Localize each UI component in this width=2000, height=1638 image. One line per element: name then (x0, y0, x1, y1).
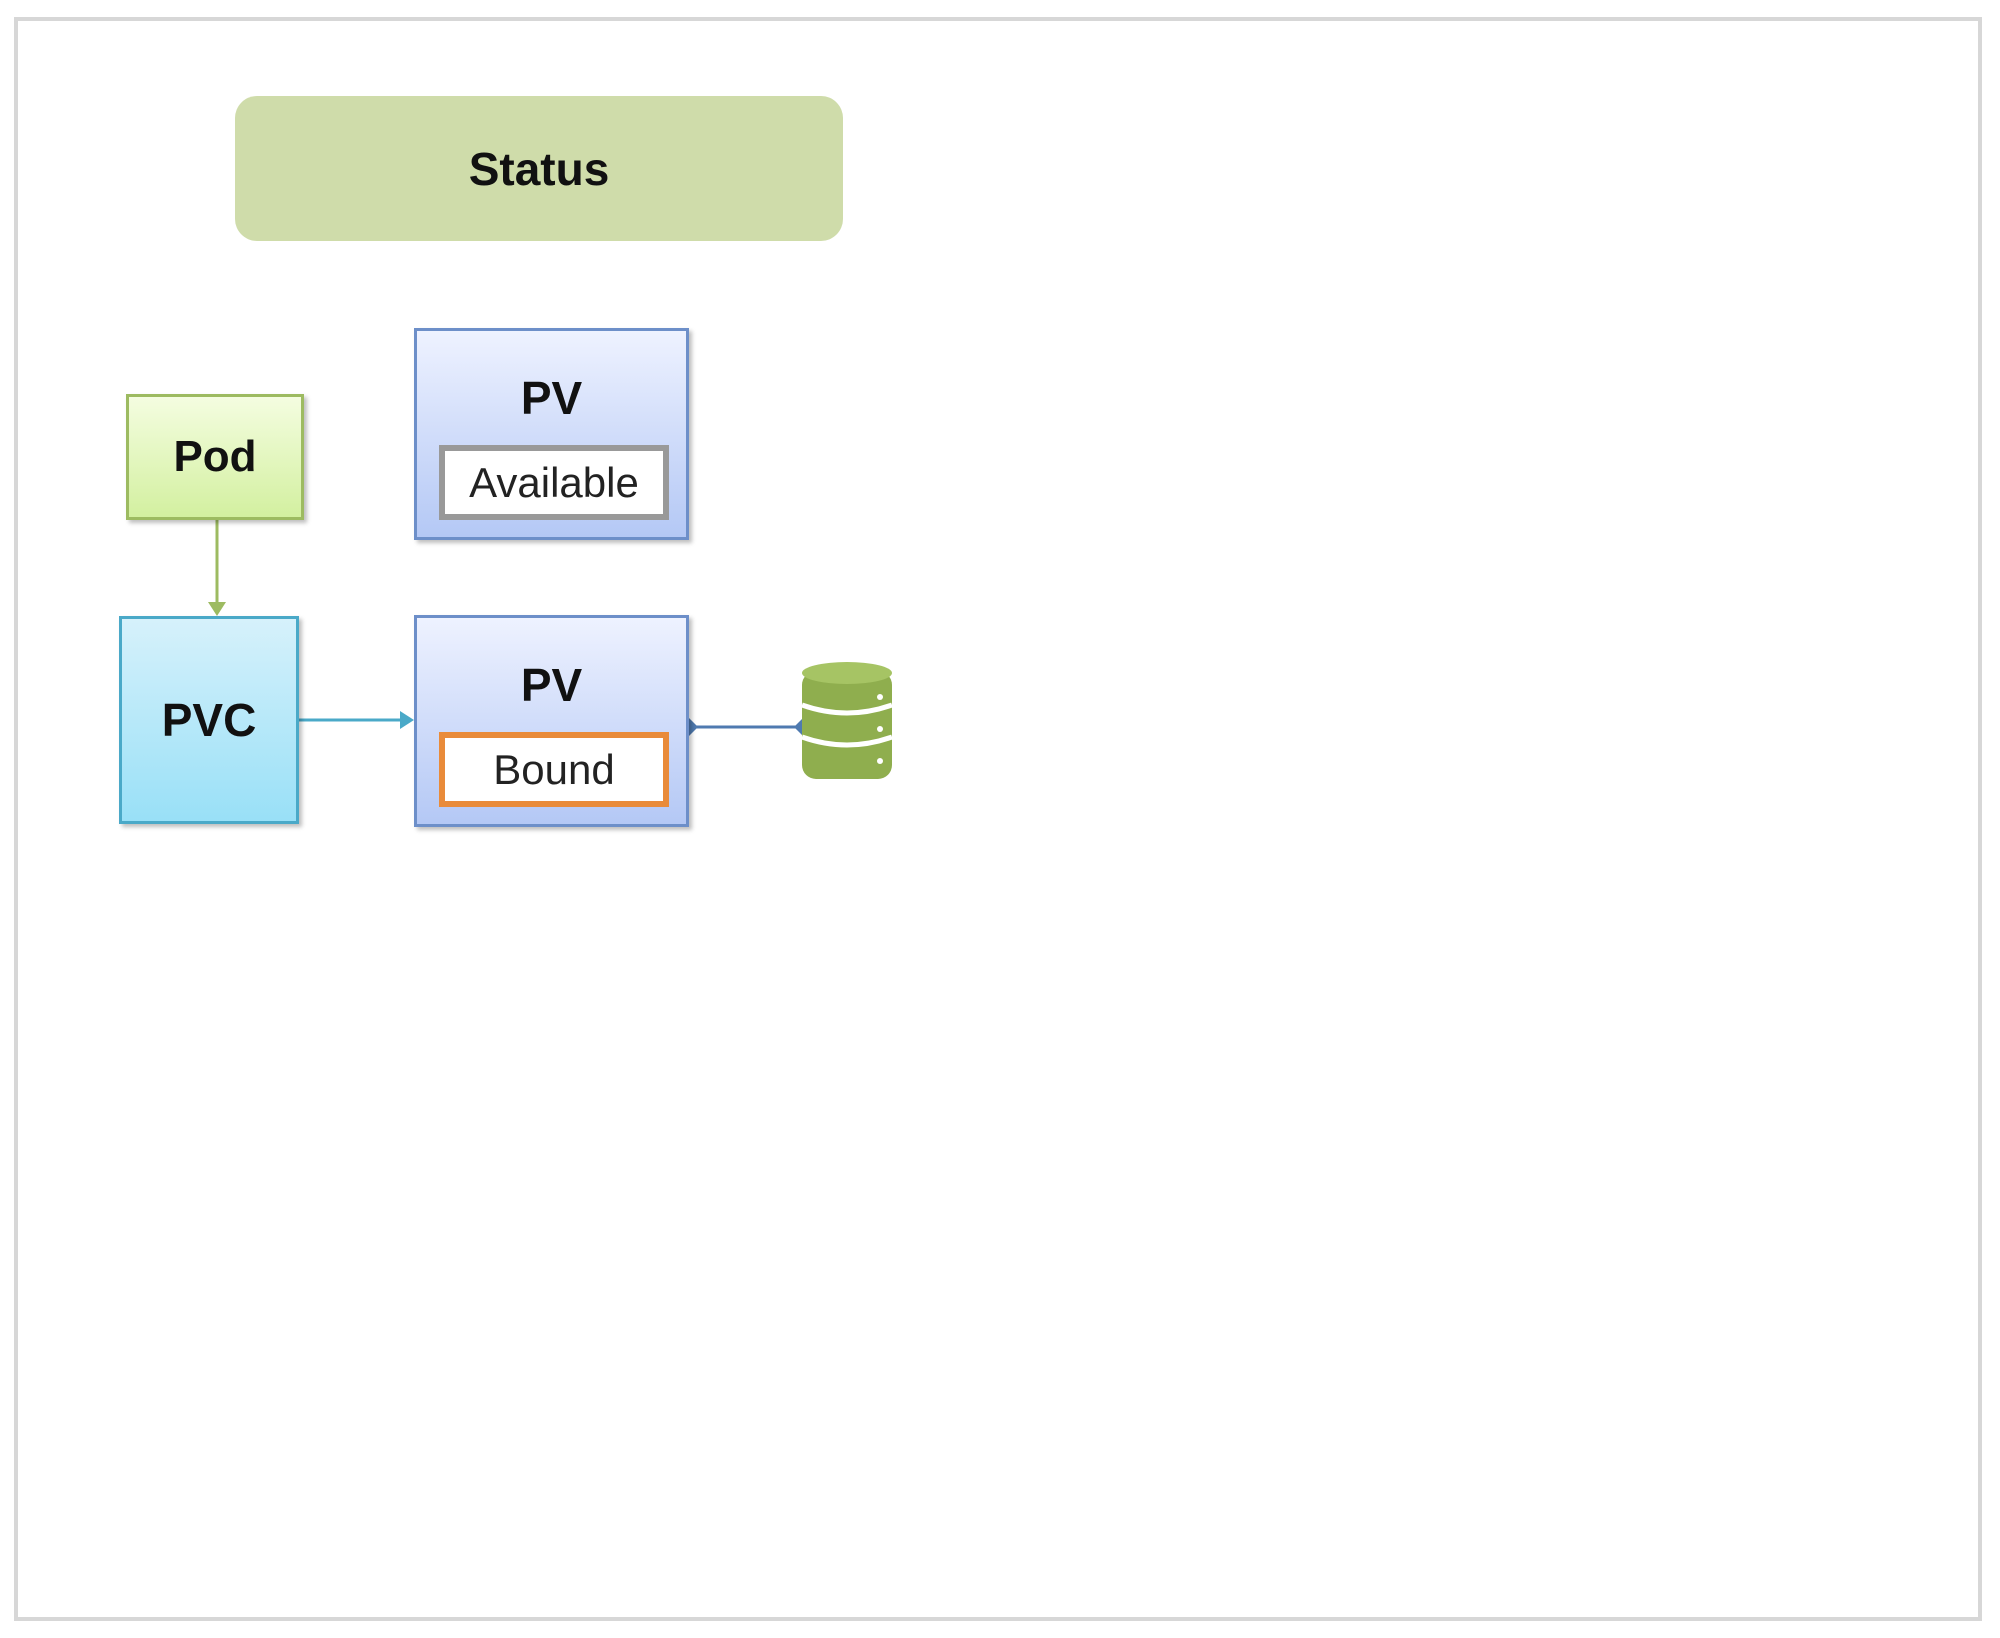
pod-to-pvc-arrowhead (208, 602, 226, 616)
pv-status-available-text: Available (469, 458, 639, 506)
status-title-text: Status (468, 142, 610, 195)
pv-status-bound: Bound (439, 732, 669, 807)
pv-status-bound-text: Bound (493, 745, 615, 793)
pvc-label: PVC (161, 694, 257, 746)
pv-status-available: Available (439, 445, 669, 520)
pv-bound-label: PV (520, 659, 583, 711)
pod-node: Pod (126, 394, 304, 520)
pv-available-label: PV (520, 372, 583, 424)
pv-bound-node: PV Bound (414, 615, 689, 827)
pod-label: Pod (173, 432, 257, 481)
pvc-node: PVC (119, 616, 299, 824)
pvc-to-pv-arrowhead (400, 711, 414, 729)
pv-available-node: PV Available (414, 328, 689, 540)
status-title: Status (235, 96, 843, 241)
database-icon (801, 662, 893, 779)
slide (14, 17, 1982, 1621)
